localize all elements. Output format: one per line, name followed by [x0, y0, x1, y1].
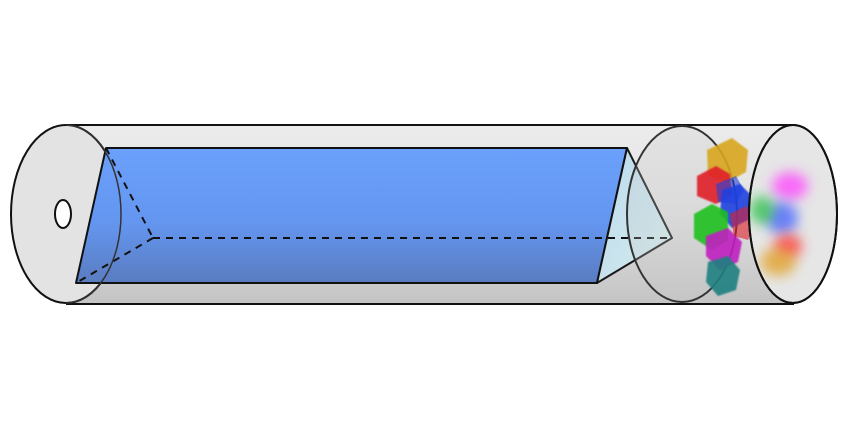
blurred-bead-1 — [772, 172, 808, 200]
object-end-cap — [748, 124, 838, 304]
blurred-bead-5 — [760, 248, 796, 276]
blurred-beads-view — [750, 172, 808, 276]
bead-5 — [706, 228, 742, 270]
mirror-prism — [75, 147, 673, 284]
eyepiece-inner-ring — [65, 124, 122, 304]
blurred-bead-3 — [750, 196, 774, 224]
eyehole — [54, 199, 72, 229]
bead-overlap-2 — [716, 176, 744, 204]
bead-6 — [706, 256, 740, 296]
prism-hidden-edges — [75, 147, 672, 284]
prism-top-face — [75, 147, 628, 284]
